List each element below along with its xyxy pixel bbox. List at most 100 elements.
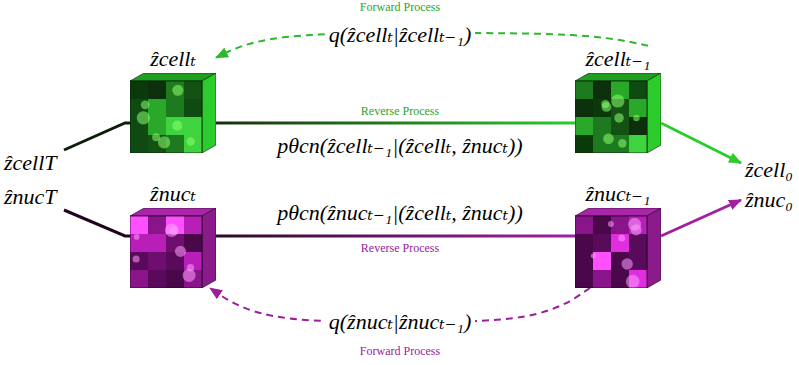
cube-label: ẑcellₜ bbox=[150, 46, 196, 71]
cube-texture bbox=[165, 224, 178, 237]
cube-label: ẑnucₜ₋₁ bbox=[585, 181, 650, 206]
cube-texture bbox=[633, 115, 639, 121]
cube-texture bbox=[629, 234, 647, 252]
input-line bbox=[64, 123, 131, 150]
cube-texture bbox=[608, 221, 614, 227]
cube-texture bbox=[137, 111, 150, 124]
cube-texture bbox=[166, 270, 184, 288]
cube-texture bbox=[611, 270, 629, 288]
cube-texture bbox=[591, 253, 596, 258]
cube-texture bbox=[611, 94, 624, 107]
cube-texture bbox=[575, 234, 593, 252]
edge-label: q(ẑcellₜ|ẑcellₜ₋₁) bbox=[325, 22, 475, 47]
cube-texture bbox=[187, 264, 194, 271]
cube-shape bbox=[130, 208, 216, 288]
cube-texture bbox=[148, 252, 166, 270]
latent-label: ẑnucT bbox=[4, 184, 57, 209]
cube-texture bbox=[614, 113, 624, 123]
cube-side-face bbox=[647, 73, 661, 153]
latent-cube: ẑcellₜ bbox=[130, 46, 216, 153]
cube-texture bbox=[184, 216, 202, 234]
edge-label: q(ẑnucₜ|ẑnucₜ₋₁) bbox=[325, 309, 475, 334]
process-label: Forward Process bbox=[360, 1, 440, 15]
cube-texture bbox=[166, 117, 184, 135]
cube-texture bbox=[130, 216, 148, 234]
cube-texture bbox=[593, 99, 611, 117]
cube-texture bbox=[172, 85, 183, 96]
cube-texture bbox=[130, 135, 148, 153]
cube-texture bbox=[603, 133, 614, 144]
cube-texture bbox=[618, 234, 625, 241]
cube-texture bbox=[141, 100, 150, 109]
cube-top-face bbox=[130, 73, 216, 81]
cube-texture bbox=[152, 133, 160, 141]
cube-texture bbox=[629, 99, 647, 117]
cube-texture bbox=[618, 139, 627, 148]
latent-label: ẑcell₀ bbox=[745, 157, 793, 182]
process-label: Reverse Process bbox=[361, 105, 439, 119]
cube-texture bbox=[575, 135, 593, 153]
process-label: Forward Process bbox=[360, 345, 440, 359]
cube-texture bbox=[148, 117, 166, 135]
cube-texture bbox=[575, 81, 593, 99]
cube-side-face bbox=[202, 208, 216, 288]
latent-label: ẑnuc₀ bbox=[745, 187, 793, 212]
cube-front-outline bbox=[130, 216, 202, 288]
cube-texture bbox=[130, 234, 148, 252]
edge-label: pθcn(ẑnucₜ₋₁|(ẑcellₜ, ẑnucₜ)) bbox=[273, 200, 526, 225]
cube-texture bbox=[184, 81, 202, 99]
cube-texture bbox=[593, 117, 611, 135]
cube-side-face bbox=[202, 73, 216, 153]
cube-texture bbox=[575, 99, 593, 117]
output-arrow bbox=[661, 200, 741, 236]
cube-shape bbox=[575, 73, 661, 153]
cube-texture bbox=[184, 234, 202, 252]
cube-texture bbox=[172, 121, 182, 131]
reverse-process-line bbox=[216, 122, 575, 125]
cube-label: ẑnucₜ bbox=[150, 181, 196, 206]
cube-texture bbox=[575, 216, 593, 234]
cube-side-face bbox=[647, 208, 661, 288]
cube-texture bbox=[175, 246, 186, 257]
cube-texture bbox=[130, 252, 148, 270]
cube-front-outline bbox=[575, 216, 647, 288]
latent-cube: ẑnucₜ₋₁ bbox=[575, 181, 661, 288]
cube-texture bbox=[184, 117, 202, 135]
cube-texture bbox=[575, 117, 593, 135]
cube-shape bbox=[575, 208, 661, 288]
cube-texture bbox=[184, 99, 202, 117]
cube-texture bbox=[626, 275, 640, 288]
cube-texture bbox=[148, 216, 166, 234]
cube-texture bbox=[148, 81, 166, 99]
cube-texture bbox=[593, 81, 611, 99]
cube-texture bbox=[130, 270, 148, 288]
cube-texture bbox=[621, 258, 632, 269]
cube-shape bbox=[130, 73, 216, 153]
latent-cube: ẑnucₜ bbox=[130, 181, 216, 288]
cube-texture bbox=[148, 99, 166, 117]
cube-texture bbox=[593, 234, 611, 252]
cube-texture bbox=[602, 102, 612, 112]
cube-texture bbox=[133, 255, 140, 262]
cube-texture bbox=[593, 270, 611, 288]
cube-texture bbox=[166, 99, 184, 117]
cube-texture bbox=[628, 218, 641, 231]
cube-texture bbox=[148, 270, 166, 288]
cube-top-face bbox=[575, 73, 661, 81]
cube-texture bbox=[130, 81, 148, 99]
cube-texture bbox=[184, 135, 202, 153]
latent-cube: ẑcellₜ₋₁ bbox=[575, 46, 661, 153]
cube-front-outline bbox=[130, 81, 202, 153]
cube-texture bbox=[575, 252, 593, 270]
process-label: Reverse Process bbox=[361, 242, 439, 256]
cube-top-face bbox=[575, 208, 661, 216]
edge-label: pθcn(ẑcellₜ₋₁|(ẑcellₜ, ẑnucₜ)) bbox=[273, 133, 526, 158]
cube-texture bbox=[134, 234, 140, 240]
cube-texture bbox=[187, 137, 195, 145]
cube-top-face bbox=[130, 208, 216, 216]
reverse-process-line bbox=[216, 235, 575, 238]
input-line bbox=[64, 210, 131, 236]
cube-texture bbox=[575, 270, 593, 288]
latent-label: ẑcellT bbox=[4, 150, 57, 175]
